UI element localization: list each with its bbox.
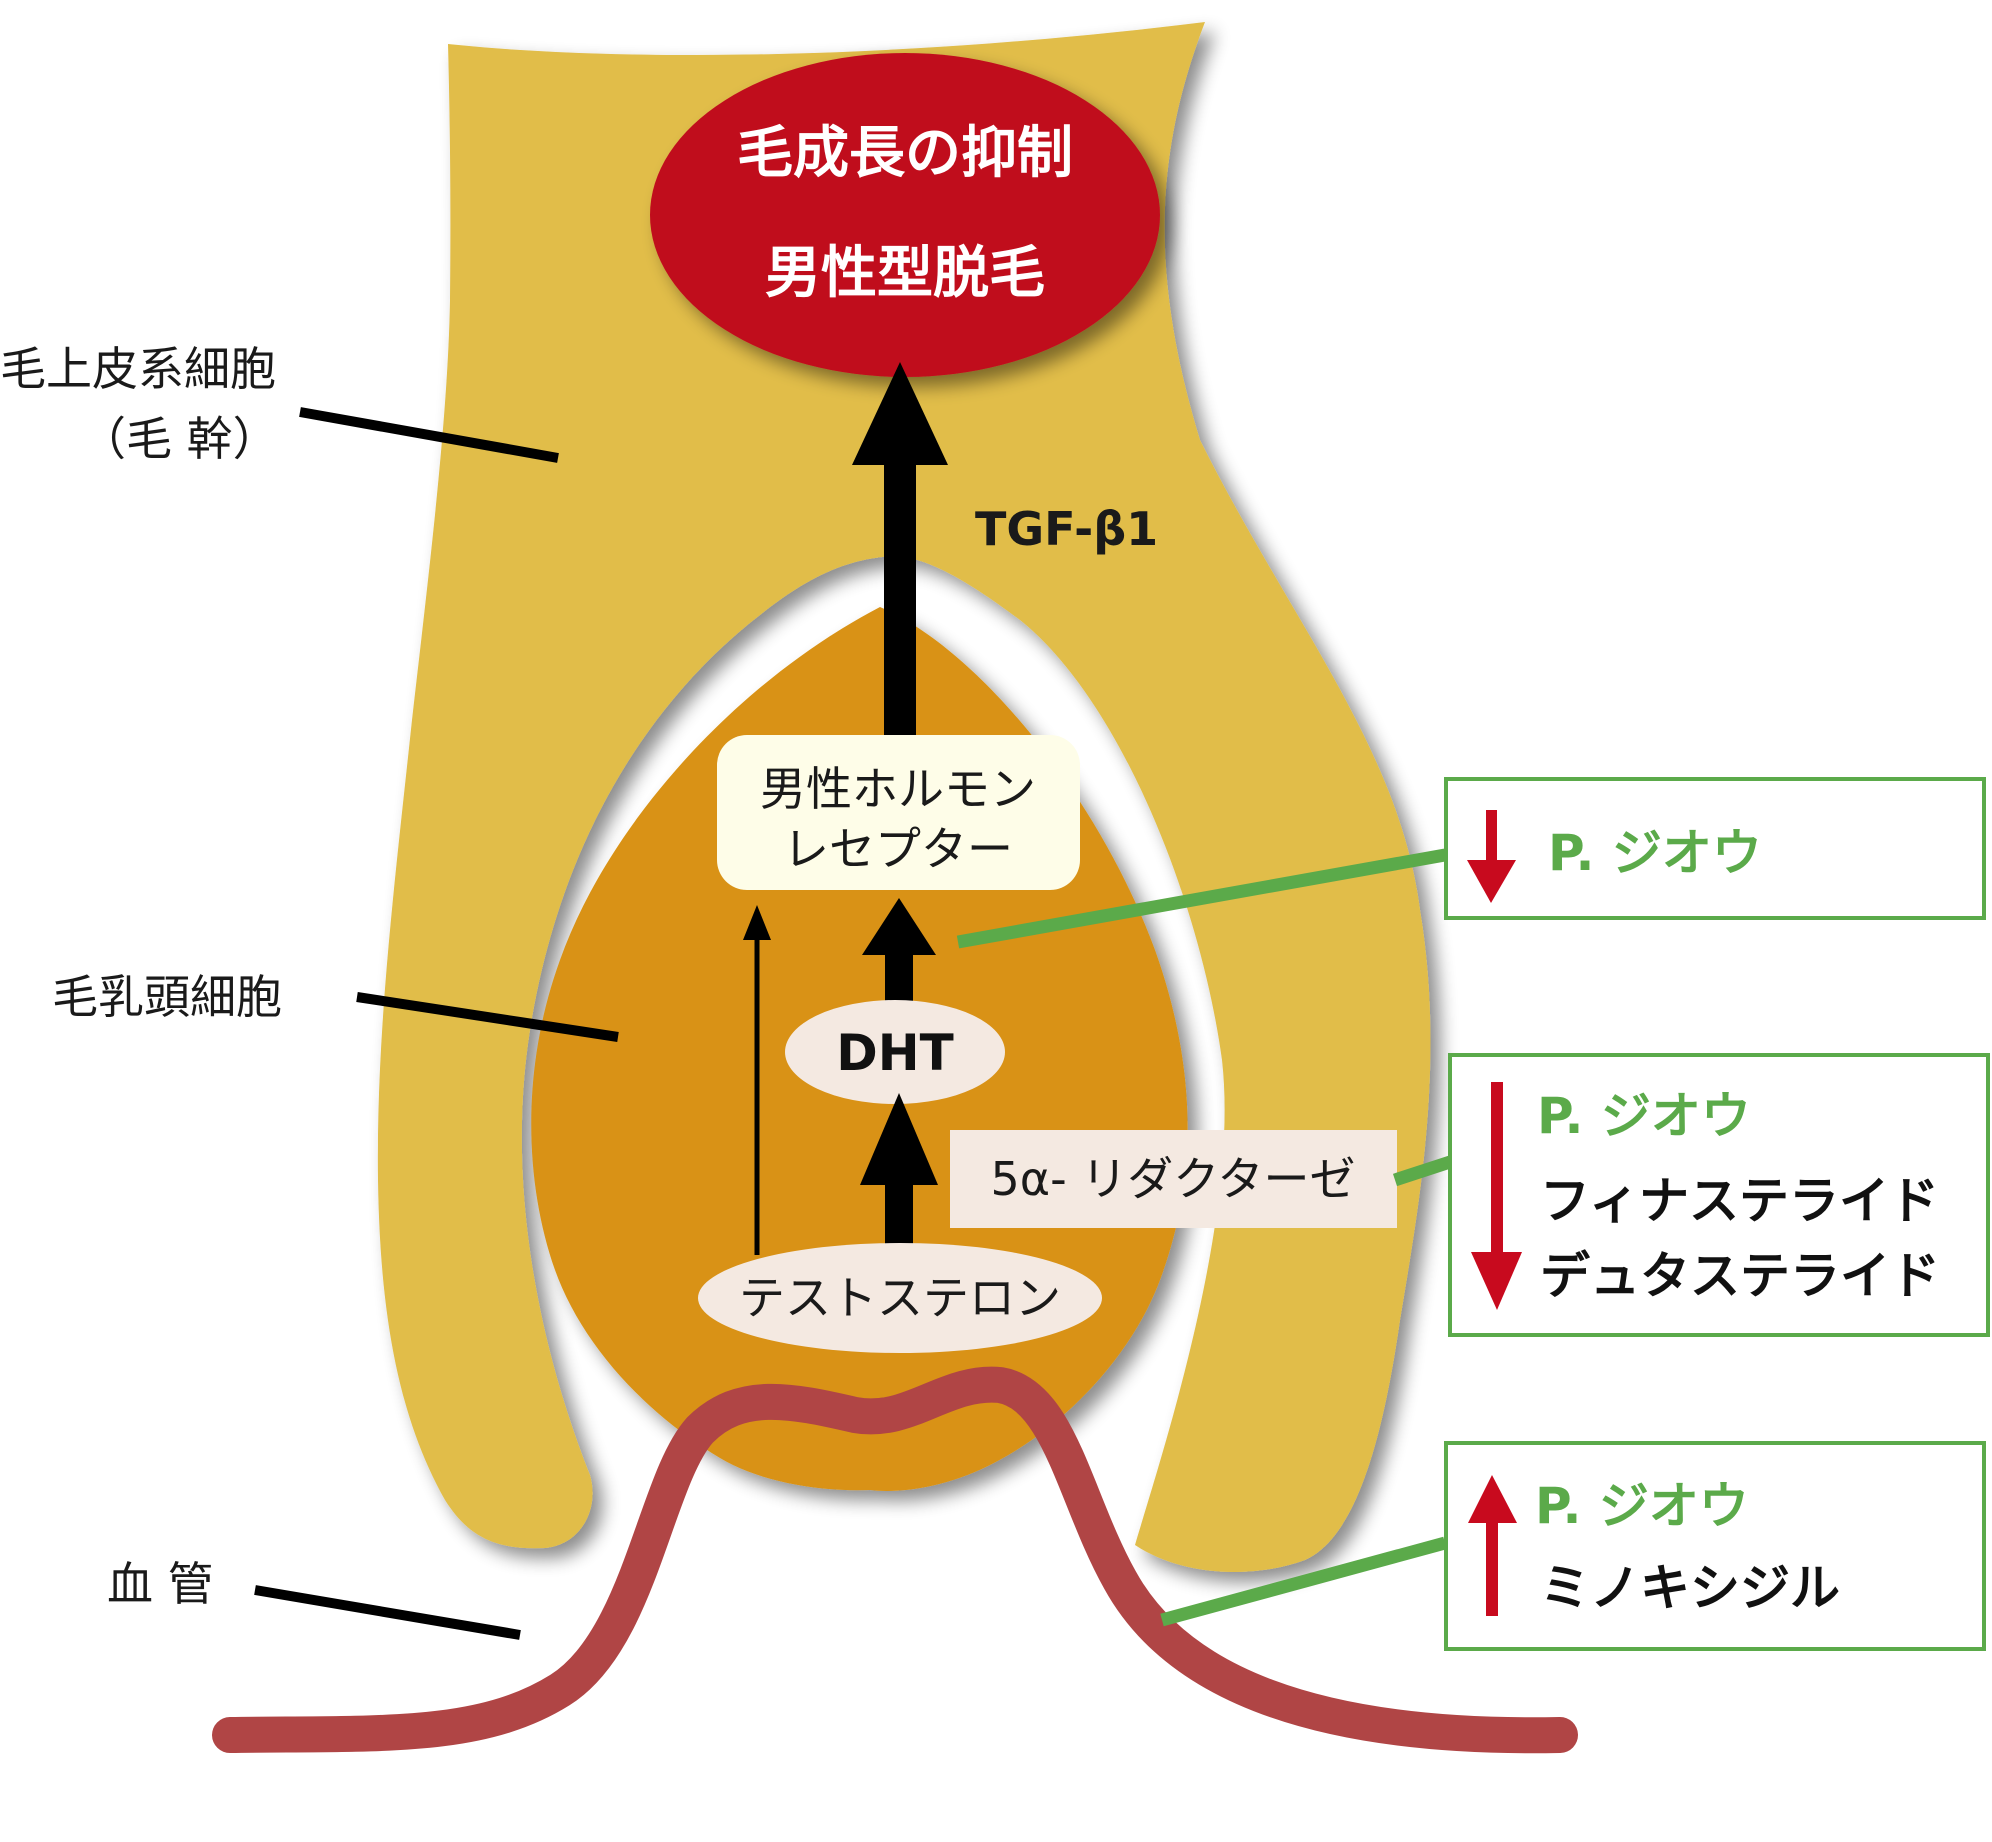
testosterone-arrow-head (860, 1093, 938, 1185)
down-arrow-icon (1467, 810, 1516, 903)
blood-vessel-label: 血 管 (107, 1557, 214, 1611)
dermal-papilla-label: 毛乳頭細胞 (52, 970, 282, 1024)
receptor-inhibitor-box (1444, 777, 1986, 920)
enzyme-inhibitor-item-1: P. ジオウ (1537, 1087, 1751, 1145)
enzyme-label: 5α- リダクターゼ (991, 1152, 1356, 1206)
blood-vessel (212, 1366, 1578, 1754)
result-line-2: 男性型脱毛 (765, 241, 1045, 306)
tgf-label: TGF-β1 (975, 502, 1158, 556)
enzyme-box (950, 1130, 1397, 1228)
enzyme-inhibitor-item-3: デュタステライド (1540, 1247, 1940, 1305)
hair-epithelial-label-2: （毛 幹） (80, 412, 279, 466)
vessel-promoter-box (1444, 1441, 1986, 1651)
hair-shaft (377, 22, 1431, 1572)
blood-vessel-pointer (254, 1585, 521, 1640)
testosterone-oval (698, 1243, 1102, 1353)
vessel-promoter-item-1: P. ジオウ (1535, 1477, 1749, 1535)
hair-epithelial-pointer (299, 407, 559, 463)
receptor-line-1: 男性ホルモン (760, 762, 1036, 816)
dermal-papilla-pointer (356, 992, 619, 1042)
up-arrow-icon (1468, 1475, 1517, 1616)
result-line-1: 毛成長の抑制 (737, 121, 1073, 186)
thin-arrow-head (743, 905, 771, 940)
dht-arrow-head (862, 898, 936, 955)
hair-epithelial-label-1: 毛上皮系細胞 (0, 342, 276, 396)
result-oval (650, 53, 1160, 377)
tgf-arrow-head (852, 362, 948, 465)
enzyme-connector (1392, 1155, 1453, 1187)
receptor-line-2: レセプター (783, 822, 1013, 876)
tgf-arrow-shaft (884, 452, 916, 742)
dht-oval (785, 1000, 1005, 1104)
vessel-promoter-item-2: ミノキシジル (1540, 1559, 1840, 1617)
receptor-connector (956, 848, 1447, 949)
enzyme-inhibitor-item-2: フィナステライド (1540, 1172, 1939, 1230)
receptor-inhibitor-item-1: P. ジオウ (1548, 824, 1762, 882)
enzyme-inhibitor-box (1448, 1053, 1990, 1337)
down-arrow-icon (1471, 1082, 1522, 1310)
dht-label: DHT (836, 1024, 953, 1082)
testosterone-label: テストステロン (739, 1271, 1061, 1325)
receptor-box (717, 735, 1080, 890)
vessel-connector (1160, 1536, 1447, 1627)
